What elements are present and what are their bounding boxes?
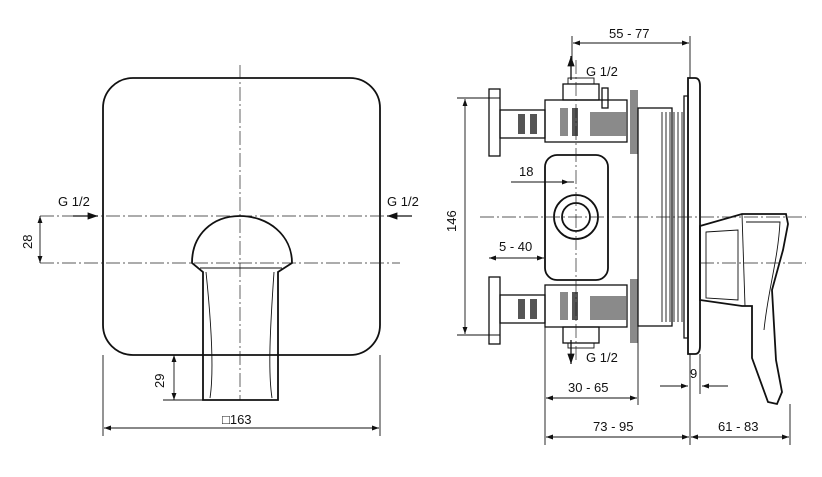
dim-30-65-label: 30 - 65 (568, 380, 608, 395)
outlet-bottom-label: G 1/2 (586, 350, 618, 365)
inlet-right-label: G 1/2 (387, 194, 419, 209)
side-lever (699, 213, 789, 406)
inlet-left-label: G 1/2 (58, 194, 90, 209)
front-view: G 1/2 G 1/2 28 29 □163 (20, 65, 419, 436)
dim-73-95-label: 73 - 95 (593, 419, 633, 434)
lever-handle (191, 215, 293, 401)
dim-55-77-label: 55 - 77 (609, 26, 649, 41)
dim-9-label: 9 (690, 366, 697, 381)
cover-plate (102, 77, 381, 356)
dim-28-label: 28 (20, 235, 35, 249)
dim-163-label: □163 (222, 412, 252, 427)
dim-61-83-label: 61 - 83 (718, 419, 758, 434)
dim-29-label: 29 (152, 374, 167, 388)
dim-18-label: 18 (519, 164, 533, 179)
outlet-top-label: G 1/2 (586, 64, 618, 79)
dim-5-40-label: 5 - 40 (499, 239, 532, 254)
dim-146-label: 146 (444, 210, 459, 232)
valve-body (544, 154, 609, 281)
side-view: G 1/2 G 1/2 55 - 77 146 18 5 - 40 30 - 6… (444, 26, 806, 445)
